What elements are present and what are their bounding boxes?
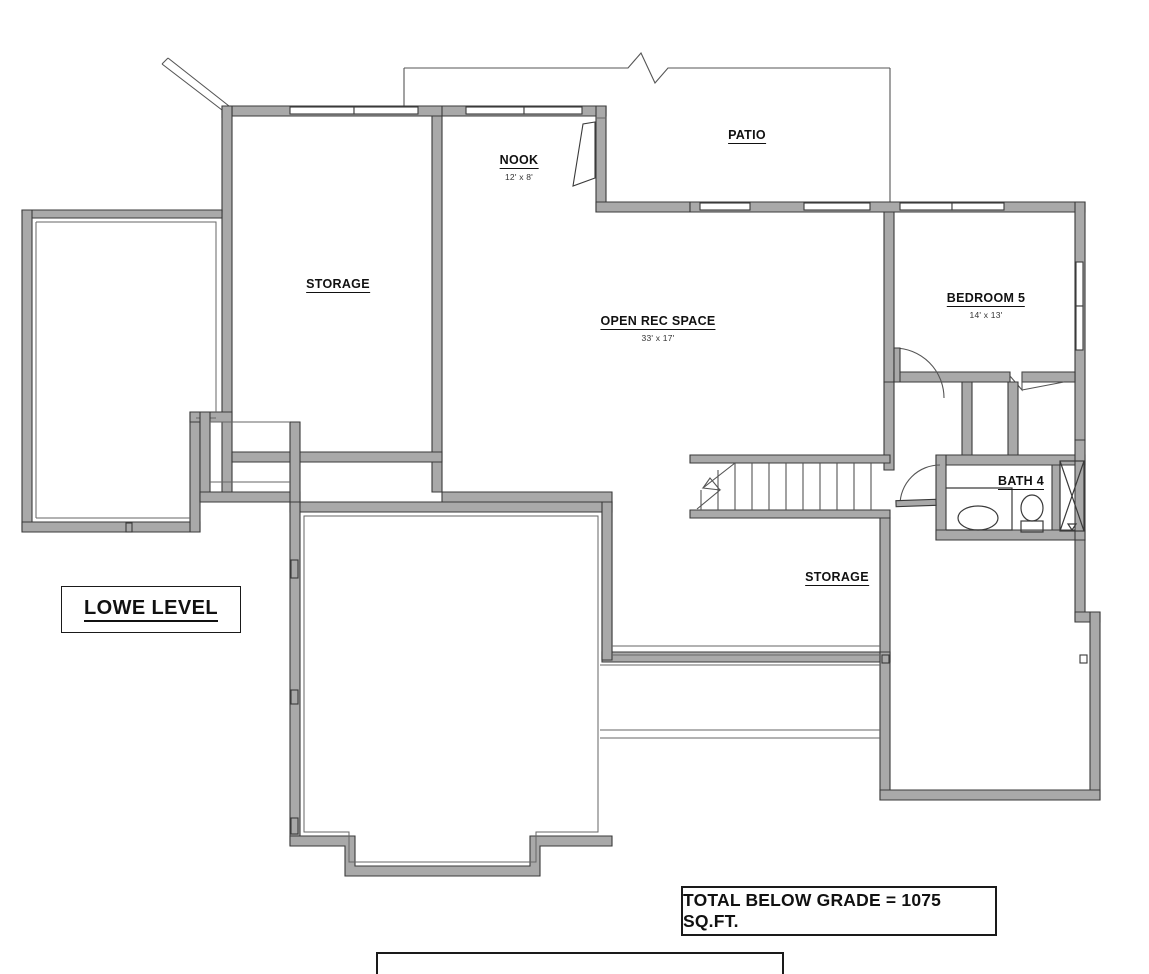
room-label-bath-4: BATH 4: [997, 472, 1045, 490]
room-name: OPEN REC SPACE: [600, 314, 716, 330]
rec-window-2: [803, 202, 871, 211]
drawing-break-line: [403, 51, 891, 212]
room-label-open-rec-space: OPEN REC SPACE 33' x 17': [600, 312, 716, 343]
nook-walls: [441, 105, 691, 213]
room-label-bedroom-5: BEDROOM 5 14' x 13': [946, 289, 1026, 320]
lower-right-interior-lines: [600, 654, 1088, 739]
bottom-right-connector: [612, 645, 880, 656]
level-title-box: LOWE LEVEL: [61, 586, 241, 633]
room-label-storage-1: STORAGE: [306, 275, 370, 293]
bedroom-5-walls: [883, 201, 1086, 441]
total-area-box: TOTAL BELOW GRADE = 1075 SQ.FT.: [681, 886, 997, 936]
room-name: STORAGE: [805, 570, 869, 586]
bedroom5-window-4: [1075, 305, 1084, 351]
cropped-bottom-box: [376, 952, 784, 974]
rec-window-1: [699, 202, 751, 211]
shower-stall: [1059, 460, 1085, 532]
open-rec-top-wall: [689, 201, 1086, 213]
room-dimensions: 12' x 8': [504, 172, 534, 182]
room-label-patio: PATIO: [728, 126, 766, 144]
nook-exterior-door[interactable]: [572, 117, 606, 187]
bottom-left-room: [289, 501, 613, 877]
total-area-text: TOTAL BELOW GRADE = 1075 SQ.FT.: [683, 890, 942, 931]
bathroom-vanity-sink: [946, 487, 1013, 531]
level-title-text: LOWE LEVEL: [84, 597, 218, 622]
room-name: BATH 4: [997, 474, 1045, 490]
window-notch-1: [290, 559, 299, 579]
bedroom-5-door[interactable]: [893, 347, 945, 399]
storage-1-window-group: [289, 106, 419, 115]
nook-window-2: [523, 106, 583, 115]
room-dimensions: 33' x 17': [641, 333, 675, 343]
nook-window-1: [465, 106, 525, 115]
closet-door[interactable]: [1009, 372, 1065, 392]
room-label-nook: NOOK 12' x 8': [499, 151, 539, 182]
room-dimensions: 14' x 13': [969, 310, 1003, 320]
room-label-storage-2: STORAGE: [805, 568, 869, 586]
bedroom5-window-2: [951, 202, 1005, 211]
staircase[interactable]: [689, 454, 891, 519]
room-name: BEDROOM 5: [946, 291, 1026, 307]
window-notch-2: [290, 689, 299, 705]
center-left-partition: [199, 411, 301, 503]
room-name: NOOK: [499, 153, 539, 169]
bath-4-door[interactable]: [895, 464, 941, 508]
rec-right-partition: [883, 381, 1019, 471]
bedroom5-window-1: [899, 202, 953, 211]
toilet: [1020, 494, 1044, 533]
room-name: STORAGE: [306, 277, 370, 293]
room-name: PATIO: [728, 128, 766, 144]
bedroom5-window-3: [1075, 261, 1084, 307]
window-notch-3: [290, 817, 299, 835]
